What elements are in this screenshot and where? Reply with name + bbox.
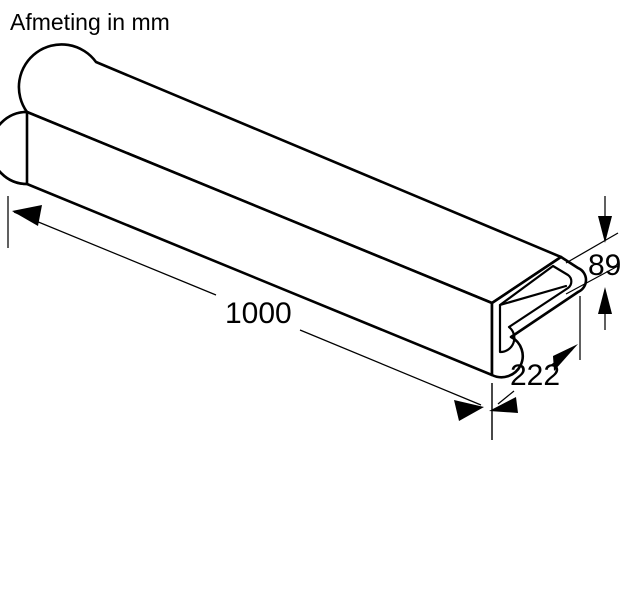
length-dimension-line-left-segment — [13, 211, 217, 296]
dimension-label-width: 222 — [510, 359, 560, 392]
height-extension-line-bottom — [565, 265, 619, 295]
length-arrowhead-right — [454, 400, 484, 421]
dimension-height-89: 89 — [565, 196, 621, 330]
dimension-length-1000: 1000 — [7, 196, 493, 440]
page-title: Afmeting in mm — [10, 9, 170, 35]
length-dimension-line-right-segment — [299, 329, 482, 406]
dimension-label-height: 89 — [588, 249, 621, 282]
dimension-width-222: 222 — [489, 296, 581, 440]
duct-left-end-cap — [0, 110, 29, 186]
duct-bore-inner-ledge — [498, 284, 568, 307]
duct-top-face — [17, 43, 563, 305]
height-arrowhead-bottom — [598, 287, 612, 314]
length-arrowhead-left — [12, 205, 42, 226]
duct-body — [0, 43, 588, 379]
width-arrowhead-left — [489, 397, 518, 413]
dimension-label-length: 1000 — [225, 297, 292, 330]
width-dimension-line-left-segment — [497, 390, 515, 405]
duct-bore-opening — [498, 264, 573, 354]
height-extension-line-top — [565, 232, 619, 264]
height-arrowhead-top — [598, 216, 612, 243]
width-arrowhead-right — [553, 344, 578, 371]
